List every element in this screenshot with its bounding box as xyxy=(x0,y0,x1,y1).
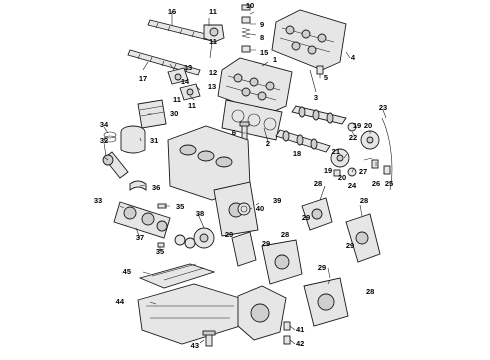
callout-44: 44 xyxy=(116,297,125,306)
callout-41: 41 xyxy=(296,325,304,334)
callout-19-b: 19 xyxy=(324,166,332,175)
head-gasket xyxy=(221,99,283,141)
rear-cover xyxy=(213,181,259,237)
callout-42: 42 xyxy=(296,339,304,348)
timing-cover-upper-right xyxy=(345,213,381,263)
callout-38: 38 xyxy=(196,209,204,218)
engine-block xyxy=(167,125,251,201)
callout-36: 36 xyxy=(152,183,160,192)
crankshaft xyxy=(113,201,171,239)
callout-29-a: 29 xyxy=(302,213,310,222)
cylinder-head-left xyxy=(217,57,293,115)
callout-23: 23 xyxy=(379,103,387,112)
timing-cover-left xyxy=(231,231,257,267)
callout-11-c: 11 xyxy=(173,95,181,104)
cam-sprocket-upper xyxy=(360,130,380,150)
piston-rings xyxy=(103,131,117,143)
callout-29-b: 29 xyxy=(346,241,354,250)
valve-spring-stack xyxy=(241,4,251,53)
callout-40: 40 xyxy=(256,204,264,213)
callout-4: 4 xyxy=(351,53,356,62)
callout-12: 12 xyxy=(209,68,217,77)
cam-seal xyxy=(347,122,357,132)
leader-lines xyxy=(103,11,387,345)
callout-28-a: 28 xyxy=(314,179,322,188)
callout-8: 8 xyxy=(260,33,264,42)
rear-seal xyxy=(237,202,251,216)
callout-24: 24 xyxy=(348,181,357,190)
callout-33: 33 xyxy=(94,196,102,205)
rod-bearings xyxy=(129,180,147,191)
callout-14: 14 xyxy=(181,77,190,86)
cylinder-head-right xyxy=(271,9,347,71)
callout-9: 9 xyxy=(260,20,264,29)
callout-13-a: 13 xyxy=(184,63,192,72)
callout-1: 1 xyxy=(273,55,277,64)
cam-sprocket-lower xyxy=(330,148,350,168)
callout-43: 43 xyxy=(191,341,199,350)
callout-11-d: 11 xyxy=(188,101,196,110)
callout-27: 27 xyxy=(359,167,367,176)
callout-30: 30 xyxy=(170,109,178,118)
callout-22: 22 xyxy=(349,133,357,142)
callout-13-b: 13 xyxy=(208,82,216,91)
oil-baffle xyxy=(138,263,216,289)
oil-pump xyxy=(237,285,287,341)
callout-35-b: 35 xyxy=(156,247,164,256)
callout-15: 15 xyxy=(260,48,268,57)
timing-belt xyxy=(381,117,393,191)
connecting-rod xyxy=(102,151,129,179)
callout-16: 16 xyxy=(168,7,176,16)
callout-29-c: 29 xyxy=(225,230,233,239)
callout-17: 17 xyxy=(139,74,147,83)
timing-cover-mid xyxy=(261,239,303,285)
callout-29-d: 29 xyxy=(262,239,270,248)
callout-31: 31 xyxy=(150,136,158,145)
callout-25: 25 xyxy=(385,179,393,188)
crank-pulley xyxy=(193,227,215,249)
callout-28-b: 28 xyxy=(360,196,368,205)
callout-39: 39 xyxy=(273,196,281,205)
camshaft-upper xyxy=(291,105,347,125)
dowel-pin xyxy=(316,65,324,75)
callout-45: 45 xyxy=(123,267,131,276)
callout-3: 3 xyxy=(314,93,318,102)
timing-cover-upper-mid xyxy=(301,197,333,231)
callout-labels: 10 11 11 11 11 9 8 15 16 12 13 13 14 17 … xyxy=(94,1,393,350)
oil-pan xyxy=(137,283,247,345)
callout-21: 21 xyxy=(332,147,340,156)
callout-6: 6 xyxy=(232,128,236,137)
callout-5: 5 xyxy=(324,73,328,82)
crank-pulley-parts xyxy=(174,234,196,249)
callout-28-d: 28 xyxy=(366,287,374,296)
callout-11-a: 11 xyxy=(209,7,217,16)
callout-11-b: 11 xyxy=(209,37,217,46)
callout-29-e: 29 xyxy=(318,263,326,272)
oil-pump-fittings xyxy=(283,321,291,345)
camshaft-lower xyxy=(275,129,331,153)
drain-plug xyxy=(202,330,216,347)
piston-assembly xyxy=(120,125,146,154)
rocker-arm-lower-group xyxy=(167,67,201,101)
callout-34: 34 xyxy=(100,120,109,129)
callout-26: 26 xyxy=(372,179,380,188)
callout-10: 10 xyxy=(246,1,254,10)
callout-20-a: 20 xyxy=(364,121,372,130)
callout-18: 18 xyxy=(293,149,301,158)
callout-2: 2 xyxy=(266,139,270,148)
rocker-arm-group xyxy=(203,24,225,43)
callout-28-c: 28 xyxy=(281,230,289,239)
callout-32: 32 xyxy=(100,136,108,145)
callout-37: 37 xyxy=(136,233,144,242)
timing-cover-lower xyxy=(303,277,349,327)
callout-19-a: 19 xyxy=(353,121,361,130)
callout-35-a: 35 xyxy=(176,202,184,211)
callout-20-b: 20 xyxy=(338,173,346,182)
